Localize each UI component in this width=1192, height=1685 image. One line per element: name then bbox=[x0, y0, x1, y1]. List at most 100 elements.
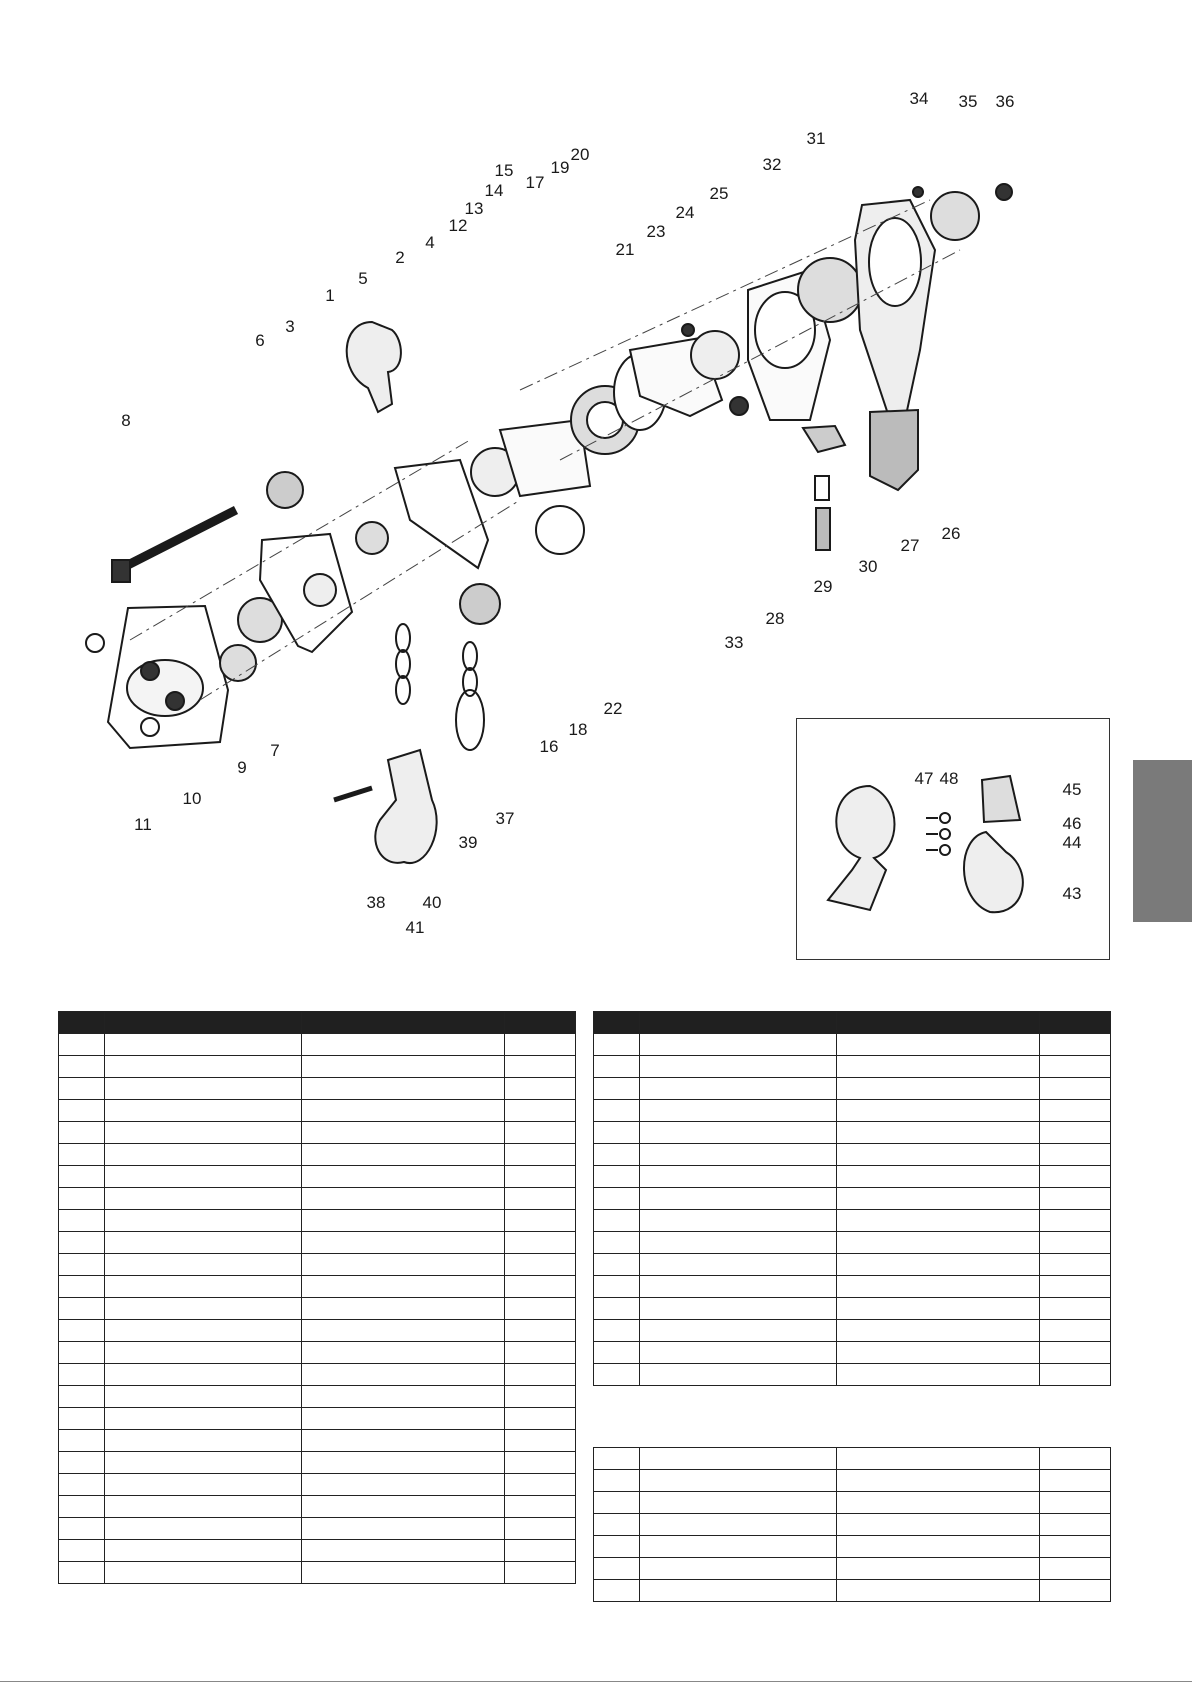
table-cell bbox=[1039, 1143, 1111, 1166]
table-cell bbox=[1039, 1513, 1111, 1536]
table-row bbox=[58, 1231, 576, 1254]
handle-gear-part bbox=[797, 257, 863, 323]
callout-10: 10 bbox=[183, 789, 202, 808]
table-cell bbox=[504, 1517, 576, 1540]
exploded-parts-diagram: 1234567891011121314151617181920212223242… bbox=[85, 89, 1082, 937]
table-cell bbox=[1039, 1033, 1111, 1056]
table-row bbox=[593, 1121, 1111, 1144]
table-row bbox=[58, 1407, 576, 1430]
callout-24: 24 bbox=[676, 203, 695, 222]
table-cell bbox=[639, 1579, 837, 1602]
table-cell bbox=[593, 1469, 640, 1492]
callout-13: 13 bbox=[465, 199, 484, 218]
table-cell bbox=[104, 1517, 302, 1540]
table-cell bbox=[58, 1055, 105, 1078]
table-cell bbox=[1039, 1231, 1111, 1254]
table-cell bbox=[1039, 1077, 1111, 1100]
table-row bbox=[58, 1033, 576, 1056]
table-row bbox=[593, 1363, 1111, 1386]
table-cell bbox=[504, 1297, 576, 1320]
table-cell bbox=[104, 1429, 302, 1452]
table-cell bbox=[104, 1473, 302, 1496]
table-row bbox=[58, 1495, 576, 1518]
table-cell bbox=[58, 1385, 105, 1408]
table-cell bbox=[639, 1253, 837, 1276]
table-cell bbox=[639, 1297, 837, 1320]
table-cell bbox=[1039, 1121, 1111, 1144]
callout-9: 9 bbox=[237, 758, 246, 777]
table-row bbox=[593, 1297, 1111, 1320]
table-cell bbox=[58, 1297, 105, 1320]
table-cell bbox=[58, 1363, 105, 1386]
table-row bbox=[58, 1187, 576, 1210]
callout-46: 46 bbox=[1063, 814, 1082, 833]
table-cell bbox=[593, 1143, 640, 1166]
table-cell bbox=[639, 1165, 837, 1188]
table-cell bbox=[836, 1491, 1040, 1514]
table-cell bbox=[1039, 1557, 1111, 1580]
callout-25: 25 bbox=[710, 184, 729, 203]
gear-part-9 bbox=[219, 644, 257, 682]
table-row bbox=[58, 1143, 576, 1166]
callout-7: 7 bbox=[270, 741, 279, 760]
table-cell bbox=[639, 1469, 837, 1492]
axle-part bbox=[119, 505, 239, 573]
table-cell bbox=[504, 1385, 576, 1408]
table-cell bbox=[639, 1319, 837, 1342]
end-cover-recess bbox=[126, 659, 204, 717]
table-cell bbox=[58, 1209, 105, 1232]
table-row bbox=[593, 1557, 1111, 1580]
table-cell bbox=[301, 1121, 505, 1144]
table-cell bbox=[836, 1033, 1040, 1056]
callout-16: 16 bbox=[540, 737, 559, 756]
table-cell bbox=[1039, 1253, 1111, 1276]
callout-15: 15 bbox=[495, 161, 514, 180]
nut-part-11 bbox=[140, 717, 160, 737]
table-cell bbox=[104, 1275, 302, 1298]
callout-23: 23 bbox=[647, 222, 666, 241]
table-cell bbox=[1039, 1363, 1111, 1386]
table-cell bbox=[639, 1143, 837, 1166]
table-cell bbox=[58, 1231, 105, 1254]
table-cell bbox=[836, 1447, 1040, 1470]
table-cell bbox=[58, 1143, 105, 1166]
table-cell bbox=[836, 1363, 1040, 1386]
callout-20: 20 bbox=[571, 145, 590, 164]
table-cell bbox=[639, 1209, 837, 1232]
table-row bbox=[58, 1077, 576, 1100]
table-cell bbox=[836, 1253, 1040, 1276]
table-cell bbox=[504, 1077, 576, 1100]
table-cell bbox=[593, 1535, 640, 1558]
table-cell bbox=[593, 1055, 640, 1078]
nut-part-33 bbox=[729, 396, 749, 416]
table-cell bbox=[1039, 1099, 1111, 1122]
load-sheave-part bbox=[266, 471, 304, 509]
table-cell bbox=[301, 1253, 505, 1276]
table-row bbox=[593, 1187, 1111, 1210]
table-cell bbox=[301, 1341, 505, 1364]
table-cell bbox=[504, 1451, 576, 1474]
table-cell bbox=[593, 1557, 640, 1580]
table-cell bbox=[58, 1341, 105, 1364]
bottom-hook-part bbox=[374, 748, 438, 865]
table-cell bbox=[301, 1539, 505, 1562]
table-row bbox=[58, 1319, 576, 1342]
table-cell bbox=[301, 1429, 505, 1452]
table-cell bbox=[104, 1319, 302, 1342]
table-cell bbox=[836, 1055, 1040, 1078]
callout-32: 32 bbox=[763, 155, 782, 174]
nut-part-36 bbox=[995, 183, 1013, 201]
table-cell bbox=[58, 1473, 105, 1496]
table-cell bbox=[1039, 1297, 1111, 1320]
table-cell bbox=[1039, 1275, 1111, 1298]
table-cell bbox=[593, 1341, 640, 1364]
callout-37: 37 bbox=[496, 809, 515, 828]
table-row bbox=[593, 1143, 1111, 1166]
nut-part-24 bbox=[681, 323, 695, 337]
table-cell bbox=[504, 1187, 576, 1210]
table-row bbox=[58, 1275, 576, 1298]
table-cell bbox=[593, 1165, 640, 1188]
table-row bbox=[58, 1385, 576, 1408]
callout-30: 30 bbox=[859, 557, 878, 576]
table-cell bbox=[639, 1121, 837, 1144]
